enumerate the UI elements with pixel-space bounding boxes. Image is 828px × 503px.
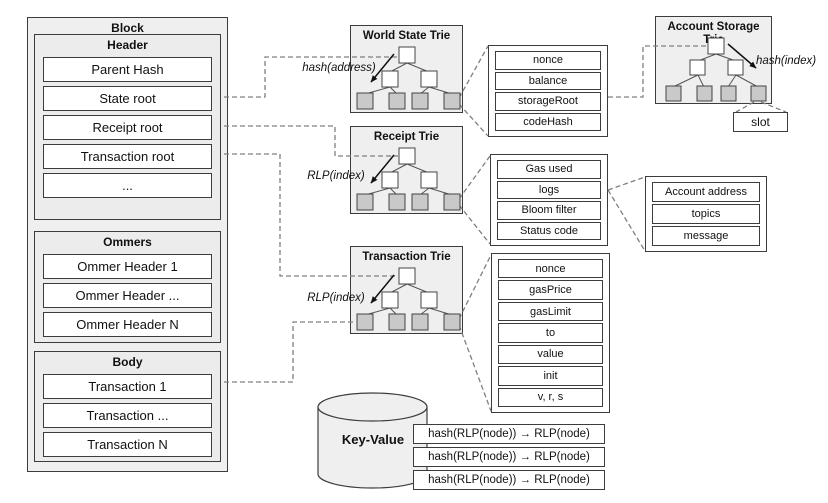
field-gas-used: Gas used: [497, 160, 601, 179]
field-receipt-root: Receipt root: [43, 115, 212, 140]
ommers-section: Ommers Ommer Header 1 Ommer Header ... O…: [34, 231, 221, 343]
kv-entry-3: hash(RLP(node)) → RLP(node): [413, 470, 605, 490]
connector-transaction-1: [224, 321, 356, 383]
field-value: value: [498, 344, 603, 365]
transaction-fields-box: nonce gasPrice gasLimit to value init v,…: [491, 253, 610, 413]
field-bloom-filter: Bloom filter: [497, 201, 601, 220]
connector-logs-to-log-fields: [607, 176, 646, 252]
body-fields: Transaction 1 Transaction ... Transactio…: [35, 369, 220, 457]
field-to: to: [498, 323, 603, 343]
body-title: Body: [112, 355, 143, 369]
key-label-hash-address: hash(address): [302, 62, 376, 74]
slot-box: slot: [733, 112, 788, 132]
key-label-rlp-index-receipt: RLP(index): [307, 170, 365, 182]
field-ommer-header-n: Ommer Header N: [43, 312, 212, 337]
header-section: Header Parent Hash State root Receipt ro…: [34, 34, 221, 220]
field-header-ellipsis: ...: [43, 173, 212, 198]
field-ommer-header-1: Ommer Header 1: [43, 254, 212, 279]
transaction-trie-title: Transaction Trie: [362, 251, 451, 263]
key-label-rlp-index-transaction: RLP(index): [307, 292, 365, 304]
account-storage-trie-title: Account Storage Trie: [667, 21, 760, 46]
field-transaction-1: Transaction 1: [43, 374, 212, 399]
connector-receipt-leaf-to-fields: [458, 155, 491, 245]
body-section: Body Transaction 1 Transaction ... Trans…: [34, 351, 221, 462]
field-init: init: [498, 366, 603, 386]
block-panel: Block Header Parent Hash State root Rece…: [27, 17, 228, 472]
field-ommer-header-dots: Ommer Header ...: [43, 283, 212, 308]
field-message: message: [652, 226, 760, 246]
transaction-trie-panel: Transaction Trie: [350, 246, 463, 334]
header-title: Header: [107, 38, 148, 52]
receipt-trie-title: Receipt Trie: [373, 131, 440, 143]
header-fields: Parent Hash State root Receipt root Tran…: [35, 52, 220, 198]
field-storage-root: storageRoot: [495, 92, 601, 111]
field-topics: topics: [652, 204, 760, 224]
field-account-nonce: nonce: [495, 51, 601, 70]
kv-entry-1: hash(RLP(node)) → RLP(node): [413, 424, 605, 444]
connector-tx-leaf-to-fields: [458, 254, 492, 412]
block-title: Block: [111, 21, 144, 35]
world-state-trie-title: World State Trie: [362, 30, 451, 42]
connector-state-leaf-to-account: [458, 45, 489, 137]
receipt-fields-box: Gas used logs Bloom filter Status code: [490, 154, 608, 246]
key-label-hash-index: hash(index): [755, 55, 817, 67]
field-balance: balance: [495, 71, 601, 90]
log-fields-box: Account address topics message: [645, 176, 767, 252]
field-tx-nonce: nonce: [498, 259, 603, 279]
ommers-fields: Ommer Header 1 Ommer Header ... Ommer He…: [35, 249, 220, 337]
field-transaction-n: Transaction N: [43, 432, 212, 457]
kv-entry-2: hash(RLP(node)) → RLP(node): [413, 447, 605, 467]
ommers-title: Ommers: [103, 235, 152, 249]
account-fields-box: nonce balance storageRoot codeHash: [488, 45, 608, 137]
field-gas-price: gasPrice: [498, 280, 603, 300]
field-gas-limit: gasLimit: [498, 301, 603, 322]
field-code-hash: codeHash: [495, 112, 601, 131]
field-status-code: Status code: [497, 221, 601, 240]
field-vrs: v, r, s: [498, 387, 603, 407]
field-parent-hash: Parent Hash: [43, 57, 212, 82]
field-account-address: Account address: [652, 182, 760, 202]
field-transaction-dots: Transaction ...: [43, 403, 212, 428]
field-transaction-root: Transaction root: [43, 144, 212, 169]
field-state-root: State root: [43, 86, 212, 111]
key-value-label: Key-Value: [341, 432, 405, 447]
field-logs: logs: [497, 180, 601, 199]
